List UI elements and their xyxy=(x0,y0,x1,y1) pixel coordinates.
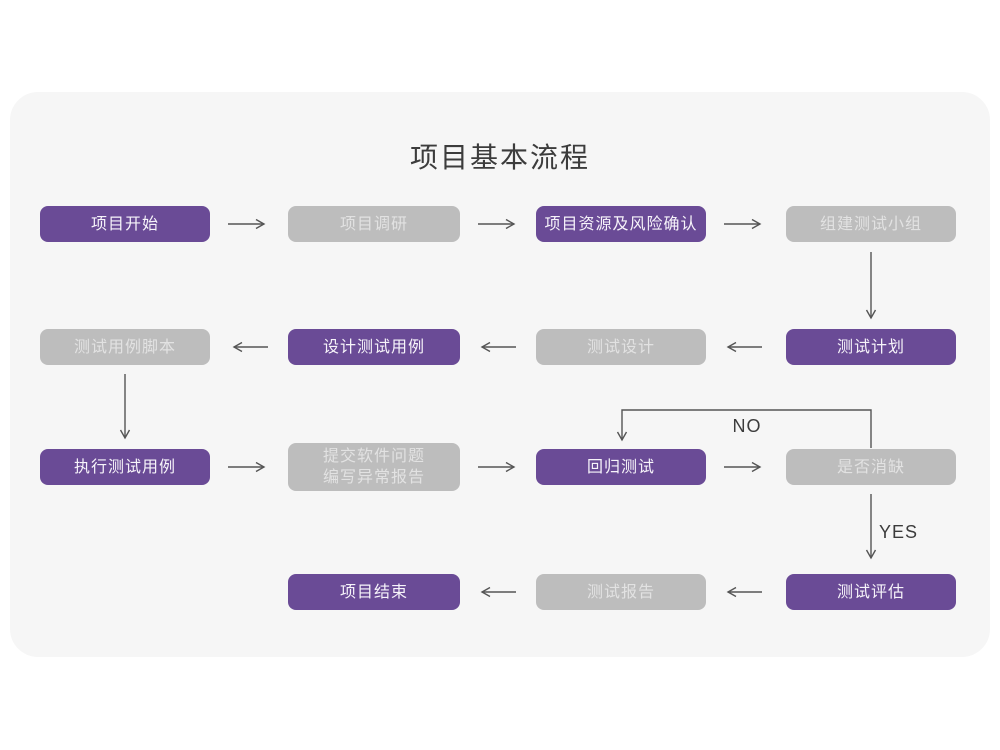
flow-node-research: 项目调研 xyxy=(288,206,460,242)
edge-label-yes: YES xyxy=(879,522,919,542)
edge-label-no: NO xyxy=(732,416,762,436)
flow-node-design-case: 设计测试用例 xyxy=(288,329,460,365)
flow-node-defect-check: 是否消缺 xyxy=(786,449,956,485)
flow-node-test-design: 测试设计 xyxy=(536,329,706,365)
flow-node-regression: 回归测试 xyxy=(536,449,706,485)
flow-node-test-report: 测试报告 xyxy=(536,574,706,610)
flowchart-card xyxy=(10,92,990,657)
page-title: 项目基本流程 xyxy=(409,142,590,173)
flow-node-report-issue: 提交软件问题 编写异常报告 xyxy=(288,443,460,491)
flow-node-start: 项目开始 xyxy=(40,206,210,242)
flow-node-plan: 测试计划 xyxy=(786,329,956,365)
flow-node-end: 项目结束 xyxy=(288,574,460,610)
flow-node-team: 组建测试小组 xyxy=(786,206,956,242)
flow-node-execute: 执行测试用例 xyxy=(40,449,210,485)
flow-node-script: 测试用例脚本 xyxy=(40,329,210,365)
flow-node-evaluate: 测试评估 xyxy=(786,574,956,610)
flow-node-risk: 项目资源及风险确认 xyxy=(536,206,706,242)
